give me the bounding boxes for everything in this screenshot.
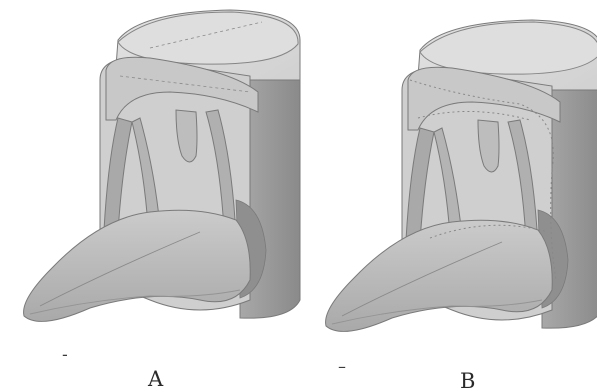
oral-cavity-model-icon bbox=[326, 20, 597, 331]
panel-a: - A bbox=[24, 10, 300, 391]
panel-a-label: A bbox=[147, 367, 164, 391]
oral-cavity-model-icon bbox=[24, 10, 300, 321]
panel-a-mark: - bbox=[62, 345, 68, 364]
panel-b-mark: – bbox=[338, 357, 346, 376]
panel-b: – B bbox=[326, 20, 597, 392]
panel-b-label: B bbox=[460, 369, 475, 392]
